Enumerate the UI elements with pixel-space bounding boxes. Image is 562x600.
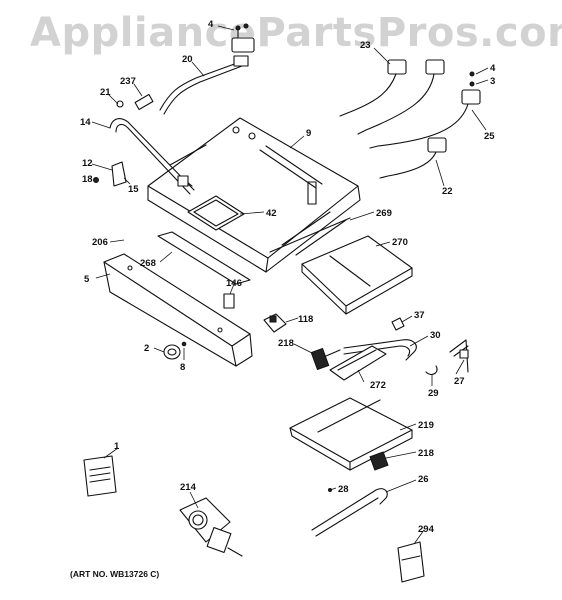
callout: 25	[484, 131, 495, 142]
callout: 2	[144, 343, 149, 354]
callout: 218	[278, 338, 294, 349]
callout: 4	[208, 19, 214, 30]
callout: 5	[84, 274, 90, 285]
callout: 14	[80, 117, 91, 128]
callout: 270	[392, 237, 408, 248]
callout: 9	[306, 128, 311, 139]
callout: 22	[442, 186, 453, 197]
callout: 30	[430, 330, 441, 341]
valves-right	[339, 59, 481, 179]
callout: 3	[490, 76, 495, 87]
igniter-218-lower	[369, 451, 389, 471]
callout: 218	[418, 448, 434, 459]
callout: 146	[226, 278, 242, 289]
callout: 237	[120, 76, 136, 87]
callout: 37	[414, 310, 425, 321]
callout: 4	[490, 63, 496, 74]
heat-shield-270	[301, 235, 413, 315]
callout: 294	[418, 524, 435, 535]
burner-tube-20	[159, 55, 249, 115]
callout: 20	[182, 54, 193, 65]
callout: 219	[418, 420, 434, 431]
callout: 1	[114, 441, 120, 452]
callout: 118	[298, 314, 313, 325]
tray-272	[329, 345, 387, 381]
callout: 27	[454, 376, 465, 387]
valve-top-4	[231, 23, 255, 53]
art-number-note: (ART NO. WB13726 C)	[70, 569, 160, 579]
callout: 214	[180, 482, 197, 493]
callout: 29	[428, 388, 439, 399]
callout: 8	[180, 362, 185, 373]
callout: 12	[82, 158, 93, 169]
valve-214	[179, 497, 243, 557]
bracket-15	[93, 161, 127, 187]
watermark: AppliancePartsPros.com	[30, 10, 562, 56]
callout: 26	[418, 474, 429, 485]
igniter-218-upper	[310, 347, 341, 371]
manifold-pipe-14	[109, 93, 195, 195]
igniter-bracket-118	[263, 313, 287, 333]
owners-manual-1	[83, 455, 117, 497]
callout: 15	[128, 184, 139, 195]
callout: 21	[100, 87, 111, 98]
callout: 23	[360, 40, 371, 51]
callout: 42	[266, 208, 277, 219]
leader-lines	[91, 25, 489, 545]
callout: 28	[338, 484, 349, 495]
switch-146	[223, 293, 235, 309]
callout: 18	[82, 174, 93, 185]
callout: 206	[92, 237, 108, 248]
callout: 269	[376, 208, 392, 219]
manifold-panel-5	[103, 253, 253, 367]
front-rail-268	[157, 231, 251, 285]
callout: 272	[370, 380, 386, 391]
callout: 268	[140, 258, 156, 269]
strip-269	[269, 217, 351, 253]
bake-tube-26	[311, 488, 388, 537]
knob-2	[163, 341, 187, 360]
broil-burner-30	[343, 317, 469, 375]
bracket-294	[397, 541, 425, 583]
bake-shield-219	[289, 397, 413, 471]
callout-labels: 4 20 23 4 3 237 21 14 9 25 12 18 15 22 4…	[80, 19, 496, 535]
